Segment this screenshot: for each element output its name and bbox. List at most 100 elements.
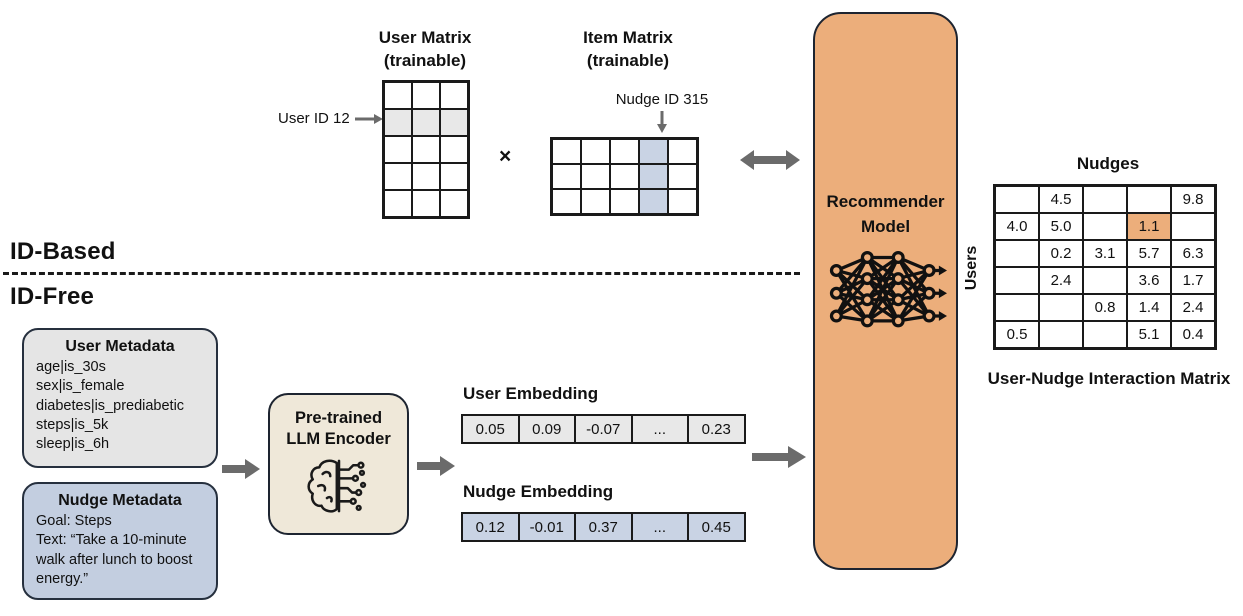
matrix-cell xyxy=(412,82,440,109)
box-line: Text: “Take a 10-minute walk after lunch… xyxy=(36,532,193,587)
matrix-cell xyxy=(610,139,639,164)
matrix-cell xyxy=(440,190,468,217)
embedding-cell: 0.37 xyxy=(574,514,631,540)
matrix-cell xyxy=(1083,321,1127,348)
nudge-metadata-title: Nudge Metadata xyxy=(58,492,182,509)
matrix-cell xyxy=(1127,186,1171,213)
users-axis-label: Users xyxy=(963,245,980,291)
matrix-cell xyxy=(384,82,412,109)
matrix-cell xyxy=(581,164,610,189)
matrix-cell xyxy=(440,82,468,109)
recommender-label-line1: Recommender xyxy=(826,192,945,211)
matrix-cell xyxy=(610,189,639,214)
matrix-cell xyxy=(581,139,610,164)
matrix-cell: 4.5 xyxy=(1039,186,1083,213)
matrix-cell xyxy=(552,139,581,164)
matrix-cell xyxy=(1083,186,1127,213)
neural-network-icon xyxy=(829,251,947,328)
user-matrix-title: User Matrix (trainable) xyxy=(340,27,510,73)
nudge-id-pointer: Nudge ID 315 xyxy=(608,91,716,133)
interaction-matrix-caption: User-Nudge Interaction Matrix xyxy=(987,369,1231,388)
matrix-cell xyxy=(639,139,668,164)
box-line: sleep|is_6h xyxy=(36,436,110,453)
matrix-cell: 2.4 xyxy=(1171,294,1215,321)
matrix-cell xyxy=(639,189,668,214)
matrix-cell xyxy=(412,163,440,190)
right-arrow-icon xyxy=(354,113,383,124)
box-line: age|is_30s xyxy=(36,359,106,375)
item-matrix xyxy=(550,137,699,216)
matrix-cell: 0.4 xyxy=(1171,321,1215,348)
embedding-cell: 0.23 xyxy=(687,416,744,442)
embedding-cell: 0.45 xyxy=(687,514,744,540)
embedding-to-model-arrow-icon xyxy=(752,446,806,468)
matrix-cell: 3.6 xyxy=(1127,267,1171,294)
matrix-cell: 0.8 xyxy=(1083,294,1127,321)
matrix-cell: 1.1 xyxy=(1127,213,1171,240)
matrix-cell: 5.7 xyxy=(1127,240,1171,267)
matrix-cell xyxy=(384,190,412,217)
matrix-cell: 9.8 xyxy=(1171,186,1215,213)
user-matrix-title-line1: User Matrix xyxy=(378,28,472,47)
matrix-cell xyxy=(440,136,468,163)
multiply-symbol: × xyxy=(499,145,512,168)
nudges-axis-label: Nudges xyxy=(1076,154,1140,173)
matrix-cell xyxy=(995,186,1039,213)
matrix-cell xyxy=(440,109,468,136)
item-matrix-title-line1: Item Matrix xyxy=(583,28,673,47)
embedding-cell: ... xyxy=(630,514,687,540)
matrix-cell xyxy=(1083,267,1127,294)
embedding-cell: 0.12 xyxy=(463,514,518,540)
matrix-cell xyxy=(552,189,581,214)
matrix-cell: 6.3 xyxy=(1171,240,1215,267)
matrix-cell xyxy=(412,136,440,163)
matrix-cell xyxy=(1171,213,1215,240)
matrix-cell: 1.7 xyxy=(1171,267,1215,294)
embedding-cell: 0.09 xyxy=(517,416,574,442)
matrix-cell: 2.4 xyxy=(1039,267,1083,294)
matrix-cell: 0.2 xyxy=(1039,240,1083,267)
matrix-cell xyxy=(384,163,412,190)
matrix-cell xyxy=(668,189,697,214)
matrix-cell xyxy=(610,164,639,189)
recommender-model-label: Recommender Model xyxy=(826,190,944,239)
user-id-label: User ID 12 xyxy=(278,110,350,127)
user-metadata-title: User Metadata xyxy=(65,338,175,355)
matrix-cell xyxy=(412,109,440,136)
box-line: diabetes|is_prediabetic xyxy=(36,397,185,414)
matrix-cell xyxy=(384,109,412,136)
llm-encoder-label: Pre-trained LLM Encoder xyxy=(286,408,391,451)
section-divider xyxy=(3,272,800,275)
box-line: Goal: Steps xyxy=(36,513,112,529)
box-line: steps|is_5k xyxy=(36,416,109,433)
brain-circuit-icon xyxy=(306,459,366,513)
embedding-cell: ... xyxy=(630,416,687,442)
matrix-cell xyxy=(384,136,412,163)
id-free-section-label: ID-Free xyxy=(10,283,95,310)
embedding-cell: -0.01 xyxy=(517,514,574,540)
matrix-cell xyxy=(1083,213,1127,240)
embedding-cell: -0.07 xyxy=(574,416,631,442)
user-id-pointer: User ID 12 xyxy=(278,110,383,127)
nudge-id-label: Nudge ID 315 xyxy=(615,91,709,108)
matrix-cell xyxy=(639,164,668,189)
nudge-embedding-title: Nudge Embedding xyxy=(463,482,614,501)
matrix-cell xyxy=(552,164,581,189)
recommender-label-line2: Model xyxy=(860,216,911,236)
matrix-cell xyxy=(668,139,697,164)
user-matrix-title-line2: (trainable) xyxy=(383,50,467,70)
item-matrix-title: Item Matrix (trainable) xyxy=(543,27,713,73)
matrix-cell xyxy=(1039,294,1083,321)
matrix-cell: 5.1 xyxy=(1127,321,1171,348)
double-arrow-icon xyxy=(740,150,800,170)
matrix-cell xyxy=(440,163,468,190)
llm-encoder-box: Pre-trained LLM Encoder xyxy=(268,393,409,535)
user-matrix xyxy=(382,80,470,219)
embedding-cell: 0.05 xyxy=(463,416,518,442)
matrix-cell: 5.0 xyxy=(1039,213,1083,240)
